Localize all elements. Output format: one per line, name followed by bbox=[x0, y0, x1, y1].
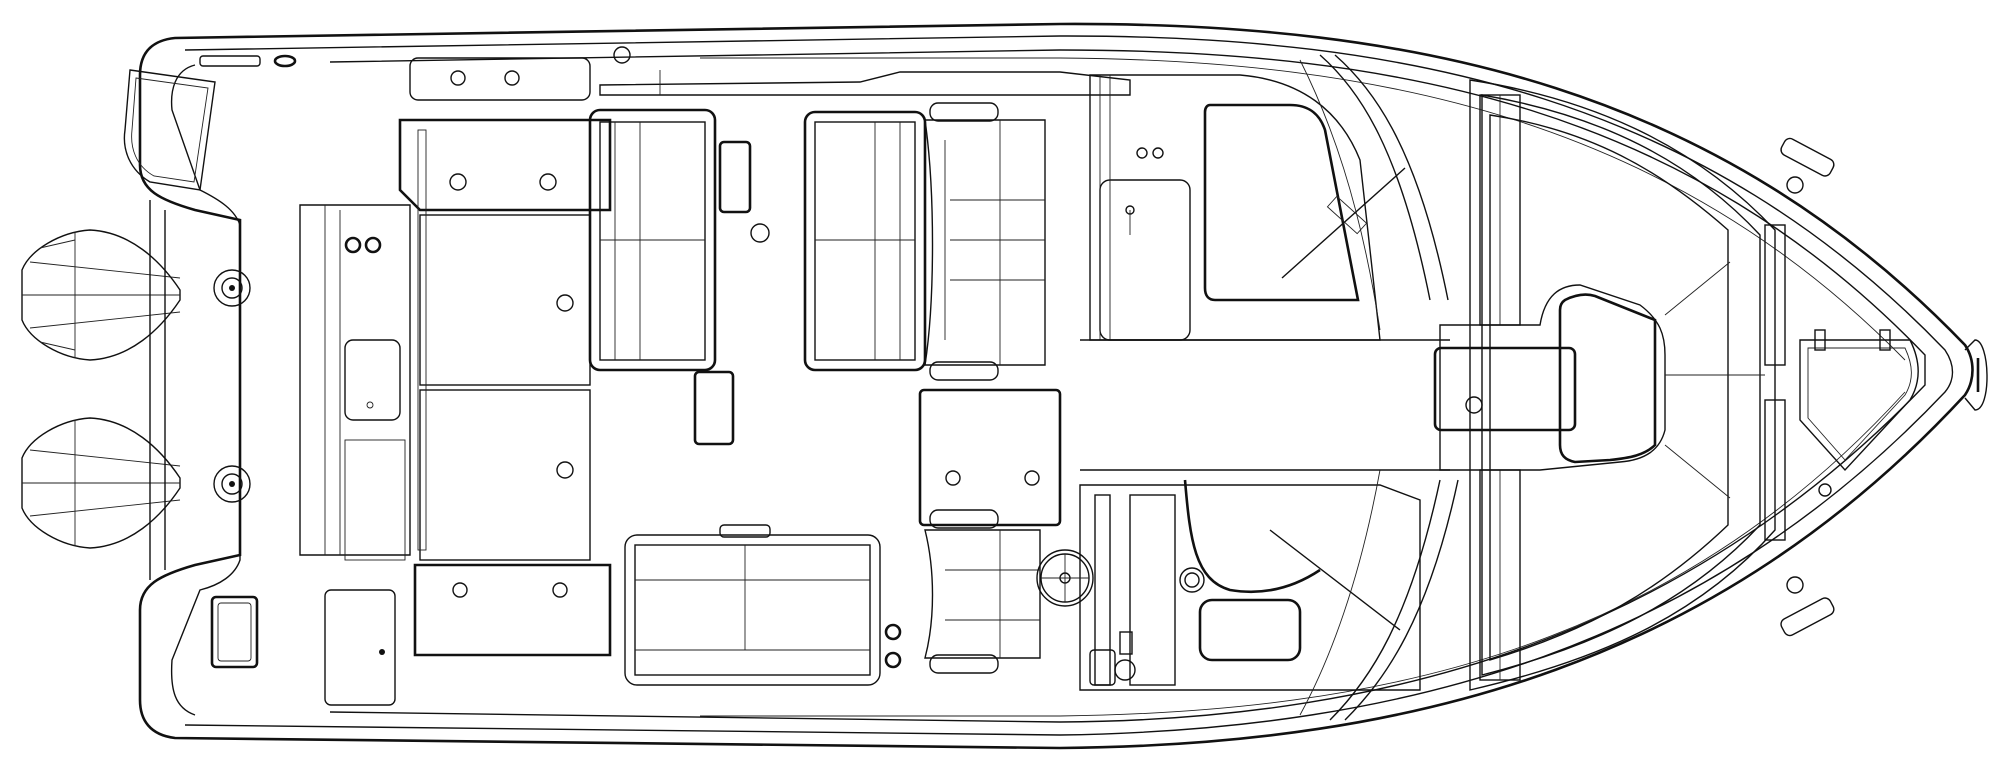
gunwale-storage-aft bbox=[199, 46, 631, 101]
swim-platform-hatch bbox=[123, 69, 216, 191]
cleats bbox=[1780, 137, 1891, 637]
outboard-engine-port bbox=[21, 229, 181, 361]
gunwale-mid bbox=[599, 70, 1131, 96]
hull-outline bbox=[138, 22, 1988, 750]
transom-hatch-lower bbox=[210, 595, 259, 669]
helm-seat bbox=[884, 509, 1041, 674]
aft-cockpit-hatches bbox=[398, 118, 612, 657]
transom-storage bbox=[299, 204, 411, 706]
windshield-starboard bbox=[1299, 469, 1459, 721]
outboard-engine-starboard bbox=[21, 417, 181, 549]
aft-bench-seat bbox=[588, 108, 770, 446]
bow-seating bbox=[1469, 79, 1786, 691]
bow-center-cushion bbox=[1439, 261, 1765, 499]
transom bbox=[149, 64, 251, 716]
center-walkway bbox=[1080, 339, 1450, 471]
port-lounge-seat bbox=[803, 110, 927, 372]
walkthrough-hatch bbox=[918, 388, 1062, 527]
windshield-port bbox=[1281, 54, 1449, 331]
helm-console bbox=[1036, 479, 1421, 691]
companion-console bbox=[1089, 74, 1381, 341]
bow-step-hatch bbox=[1433, 346, 1577, 432]
companion-seat bbox=[924, 102, 1046, 381]
aft-lounge-lower bbox=[624, 524, 881, 686]
anchor-locker bbox=[1786, 176, 1919, 594]
